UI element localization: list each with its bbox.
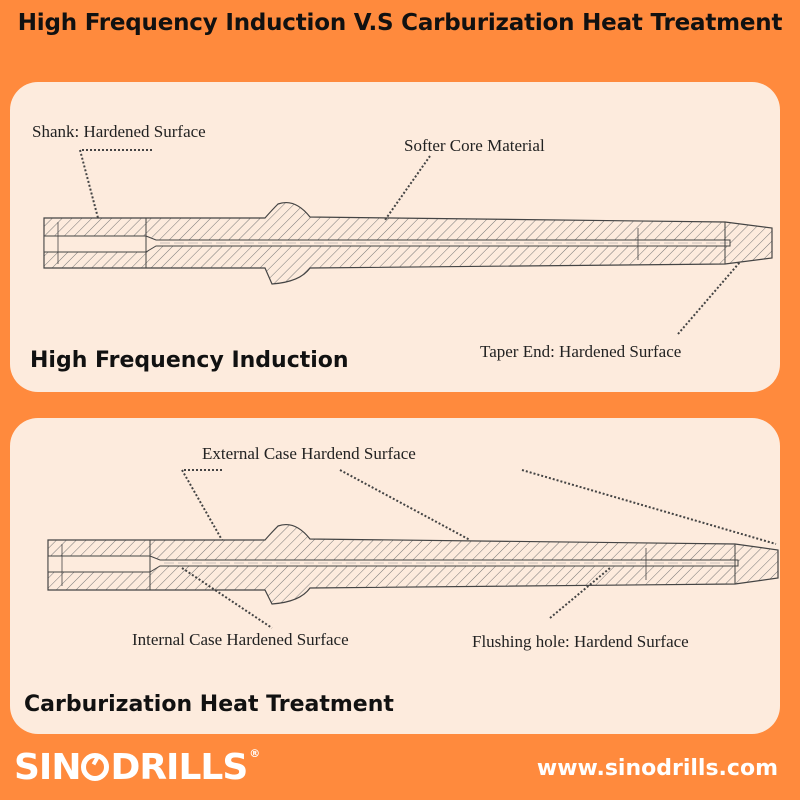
shank-label: Shank: Hardened Surface: [32, 122, 206, 141]
logo-text-right: DRILLS: [110, 746, 248, 788]
registered-mark: ®: [249, 746, 260, 760]
carburization-leaders: [180, 469, 777, 629]
external-label: External Case Hardend Surface: [202, 444, 416, 463]
page-title: High Frequency Induction V.S Carburizati…: [17, 10, 783, 36]
flushing-label: Flushing hole: Hardend Surface: [472, 632, 689, 651]
induction-rod: [43, 201, 773, 285]
carburization-rod: [47, 523, 779, 605]
website-link[interactable]: www.sinodrills.com: [536, 756, 778, 781]
logo-o-icon: [81, 753, 110, 781]
taper-label: Taper End: Hardened Surface: [480, 342, 682, 361]
carburization-rod-diagram: [47, 469, 779, 629]
sinodrills-logo: SIN DRILLS ®: [14, 742, 260, 792]
carburization-panel: External Case Hardend Surface Internal C…: [10, 418, 780, 734]
induction-rod-diagram: [43, 149, 773, 335]
carburization-section-title: Carburization Heat Treatment: [24, 692, 394, 717]
induction-leaders: [78, 149, 741, 335]
induction-panel: Shank: Hardened Surface Softer Core Mate…: [10, 82, 780, 392]
induction-section-title: High Frequency Induction: [30, 348, 349, 373]
internal-label: Internal Case Hardened Surface: [132, 630, 349, 649]
core-label: Softer Core Material: [404, 136, 545, 155]
logo-text-left: SIN: [14, 746, 81, 788]
